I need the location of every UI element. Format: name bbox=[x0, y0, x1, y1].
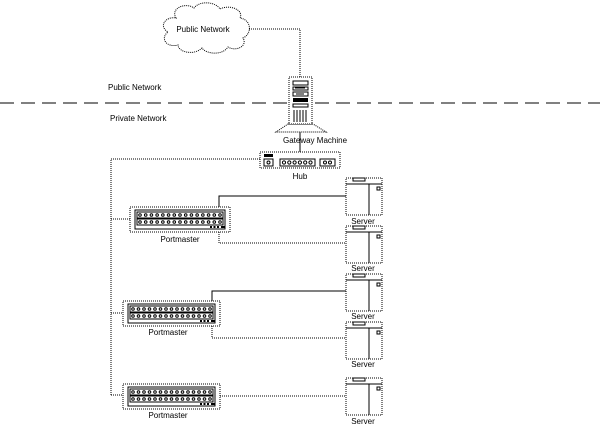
portmaster-label: Portmaster bbox=[160, 235, 199, 244]
link-portmaster-2-server-3 bbox=[211, 290, 346, 301]
cloud-icon bbox=[163, 2, 250, 54]
hub-label: Hub bbox=[293, 172, 308, 181]
link-cloud-gateway bbox=[249, 28, 301, 77]
public-zone-label: Public Network bbox=[108, 83, 162, 92]
cloud-label: Public Network bbox=[176, 25, 230, 34]
link-portmaster-1-server-1 bbox=[218, 195, 346, 207]
server-icon bbox=[345, 225, 383, 264]
portmaster-label: Portmaster bbox=[148, 411, 187, 420]
server-label: Server bbox=[351, 264, 375, 273]
server-icon bbox=[345, 273, 383, 312]
link-portmaster-1-server-2 bbox=[218, 232, 346, 244]
portmaster-icon bbox=[129, 206, 231, 233]
server-label: Server bbox=[351, 417, 375, 426]
server-label: Server bbox=[351, 312, 375, 321]
server-label: Server bbox=[351, 217, 375, 226]
link-hub-bus bbox=[110, 158, 260, 395]
server-icon bbox=[345, 177, 383, 216]
server-label: Server bbox=[351, 360, 375, 369]
gateway-machine-icon bbox=[274, 76, 328, 133]
portmaster-icon bbox=[122, 383, 221, 410]
link-portmaster-2-server-4 bbox=[211, 326, 346, 339]
portmaster-icon bbox=[122, 300, 221, 327]
portmaster-label: Portmaster bbox=[148, 328, 187, 337]
hub-icon bbox=[259, 151, 341, 169]
server-icon bbox=[345, 321, 383, 360]
gateway-label: Gateway Machine bbox=[283, 136, 348, 145]
server-icon bbox=[345, 377, 383, 416]
private-zone-label: Private Network bbox=[110, 114, 167, 123]
